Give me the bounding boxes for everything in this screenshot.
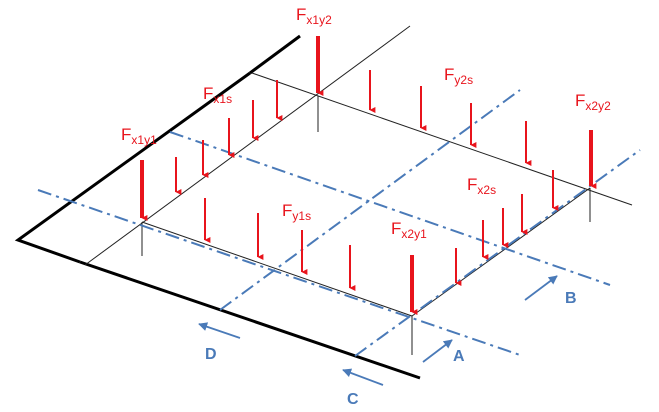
label-x2y1: Fx2y1 xyxy=(391,219,427,241)
section-line-b xyxy=(169,131,611,286)
label-x1y2-main: F xyxy=(296,5,306,24)
structure-edges xyxy=(14,34,421,380)
label-x1s-sub: x1s xyxy=(213,92,232,106)
label-x1y2: Fx1y2 xyxy=(296,5,332,27)
label-x1s-main: F xyxy=(203,84,213,103)
label-x1y1-sub: x1y1 xyxy=(131,133,157,147)
section-line-a xyxy=(37,189,521,356)
label-x2y1-main: F xyxy=(391,219,401,238)
grid-line xyxy=(141,221,413,317)
label-y2s-sub: y2s xyxy=(454,73,473,87)
label-x2y2-main: F xyxy=(575,91,585,110)
grid-line xyxy=(251,72,633,206)
label-x2s-sub: x2s xyxy=(477,183,496,197)
label-y1s-main: F xyxy=(282,201,292,220)
section-arrow-a xyxy=(422,339,453,363)
left-wall-edge xyxy=(14,71,251,264)
label-x2s: Fx2s xyxy=(467,175,496,197)
label-y2s: Fy2s xyxy=(444,65,473,87)
label-x1s: Fx1s xyxy=(203,84,232,106)
section-label-c: C xyxy=(347,391,359,408)
corner-forces xyxy=(140,36,597,315)
left-support-edge xyxy=(249,34,301,75)
distributed-forces xyxy=(175,70,559,291)
label-x2y1-sub: x2y1 xyxy=(401,227,427,241)
section-line-d xyxy=(219,89,521,311)
section-arrow-d xyxy=(198,322,241,339)
section-arrow-c xyxy=(342,368,384,386)
bottom-support-edge xyxy=(79,260,421,380)
label-y2s-main: F xyxy=(444,65,454,84)
grid-lines xyxy=(84,25,633,355)
label-x1y1-main: F xyxy=(121,125,131,144)
grid-line xyxy=(84,25,411,266)
section-label-b: B xyxy=(565,290,577,307)
label-x2s-main: F xyxy=(467,175,477,194)
section-arrows xyxy=(198,275,558,386)
section-arrow-b xyxy=(524,275,558,301)
section-line-c xyxy=(354,149,641,357)
label-x1y1: Fx1y1 xyxy=(121,125,157,147)
label-x2y2: Fx2y2 xyxy=(575,91,611,113)
label-x2y2-sub: x2y2 xyxy=(585,99,611,113)
grid-line xyxy=(411,187,591,317)
section-label-d: D xyxy=(205,346,217,363)
section-label-a: A xyxy=(453,348,465,365)
label-y1s: Fy1s xyxy=(282,201,311,223)
label-y1s-sub: y1s xyxy=(292,209,311,223)
label-x1y2-sub: x1y2 xyxy=(306,13,332,27)
